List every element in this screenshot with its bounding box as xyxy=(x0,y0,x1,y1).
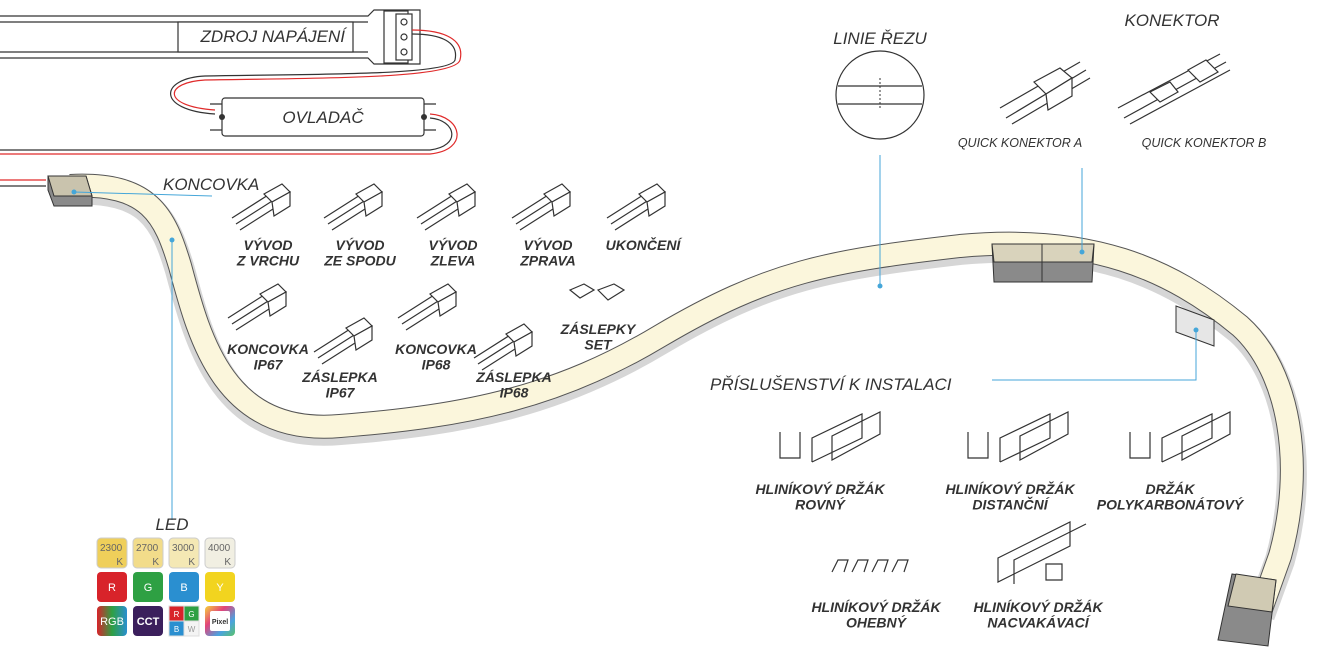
svg-text:3000: 3000 xyxy=(172,543,195,554)
color-swatch-B: B xyxy=(169,572,199,602)
svg-text:Pixel: Pixel xyxy=(212,619,228,626)
outlet-part-3 xyxy=(417,184,475,230)
rgb-swatch: RGB xyxy=(97,606,127,636)
svg-text:G: G xyxy=(144,582,153,594)
cct-mode-swatch: CCT xyxy=(133,606,163,636)
cut-line-detail xyxy=(836,51,924,139)
svg-text:RGB: RGB xyxy=(100,616,124,628)
quick-connector-b-label: QUICK KONEKTOR B xyxy=(1142,136,1267,150)
led-label: LED xyxy=(155,515,188,534)
color-swatch-R: R xyxy=(97,572,127,602)
svg-text:4000: 4000 xyxy=(208,543,231,554)
svg-text:K: K xyxy=(152,557,159,568)
koncovka-label: KONCOVKA xyxy=(163,175,259,194)
svg-text:B: B xyxy=(174,625,179,634)
svg-text:R: R xyxy=(108,582,116,594)
svg-text:Y: Y xyxy=(216,582,224,594)
cap-set-part xyxy=(570,284,624,300)
power-supply: ZDROJ NAPÁJENÍ xyxy=(0,10,420,64)
color-swatch-Y: Y xyxy=(205,572,235,602)
holder-part-2 xyxy=(968,412,1068,462)
outlet-label-5: UKONČENÍ xyxy=(606,236,683,253)
holder-part-3 xyxy=(1130,412,1230,462)
outlet-part-2 xyxy=(324,184,382,230)
svg-text:G: G xyxy=(188,610,194,619)
holder-part-4 xyxy=(832,560,908,572)
holder-part-1 xyxy=(780,412,880,462)
svg-text:B: B xyxy=(180,582,187,594)
svg-text:W: W xyxy=(188,625,196,634)
outlet-part-5 xyxy=(607,184,665,230)
cap-part-3 xyxy=(398,284,456,330)
svg-text:K: K xyxy=(224,557,231,568)
cap-part-2 xyxy=(314,318,372,364)
accessories-label: PŘÍSLUŠENSTVÍ K INSTALACI xyxy=(710,375,952,394)
quick-connector-a xyxy=(1000,62,1090,124)
cut-line-label: LINIE ŘEZU xyxy=(833,29,927,48)
controller-label: OVLADAČ xyxy=(282,108,364,127)
svg-text:2700: 2700 xyxy=(136,543,159,554)
svg-text:K: K xyxy=(188,557,195,568)
controller: OVLADAČ xyxy=(210,98,436,136)
svg-text:CCT: CCT xyxy=(137,616,160,628)
holder-part-5 xyxy=(998,522,1086,584)
cap-part-1 xyxy=(228,284,286,330)
quick-connector-a-label: QUICK KONEKTOR A xyxy=(958,136,1082,150)
svg-text:R: R xyxy=(174,610,180,619)
pixel-swatch: Pixel xyxy=(205,606,235,636)
quick-connector-b xyxy=(1118,54,1230,124)
cap-part-4 xyxy=(474,324,532,370)
connector-label: KONEKTOR xyxy=(1124,11,1219,30)
svg-text:K: K xyxy=(116,557,123,568)
color-swatch-G: G xyxy=(133,572,163,602)
power-supply-label: ZDROJ NAPÁJENÍ xyxy=(199,27,347,46)
svg-text:2300: 2300 xyxy=(100,543,123,554)
outlet-part-4 xyxy=(512,184,570,230)
